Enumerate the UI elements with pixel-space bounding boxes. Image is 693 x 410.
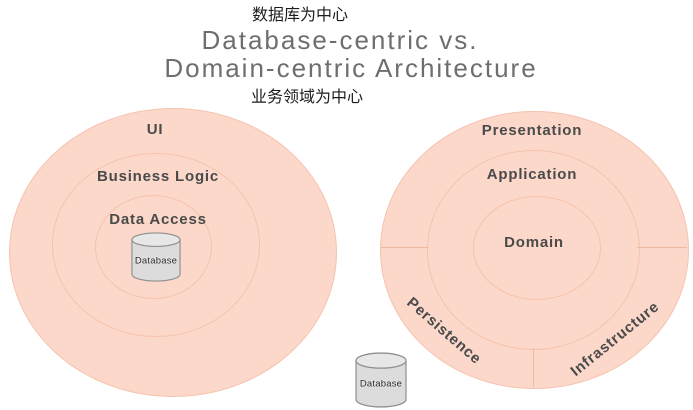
- ring-data-access: [95, 195, 212, 299]
- annotation-database-centric: 数据库为中心: [251, 7, 349, 24]
- database-cylinder-left: Database: [131, 232, 181, 282]
- database-icon: [131, 232, 181, 282]
- label-business-logic: Business Logic: [96, 168, 220, 185]
- database-cylinder-right: Database: [355, 352, 407, 408]
- label-presentation: Presentation: [481, 122, 583, 139]
- annotation-domain-centric: 业务领域为中心: [250, 89, 364, 106]
- segment-divider-left: [381, 247, 428, 248]
- segment-divider-bottom: [533, 348, 534, 387]
- ring-business-logic: [52, 153, 260, 337]
- label-application: Application: [486, 166, 578, 183]
- ring-domain: [473, 196, 601, 300]
- database-label: Database: [359, 378, 403, 390]
- label-domain: Domain: [504, 234, 564, 251]
- page-title-line1: Database-centric vs.: [201, 25, 479, 55]
- label-data-access: Data Access: [109, 211, 207, 228]
- label-ui: UI: [146, 121, 164, 138]
- database-label: Database: [134, 255, 178, 267]
- page-title-line2: Domain-centric Architecture: [164, 53, 538, 83]
- segment-divider-right: [637, 247, 687, 248]
- database-icon: [355, 352, 407, 408]
